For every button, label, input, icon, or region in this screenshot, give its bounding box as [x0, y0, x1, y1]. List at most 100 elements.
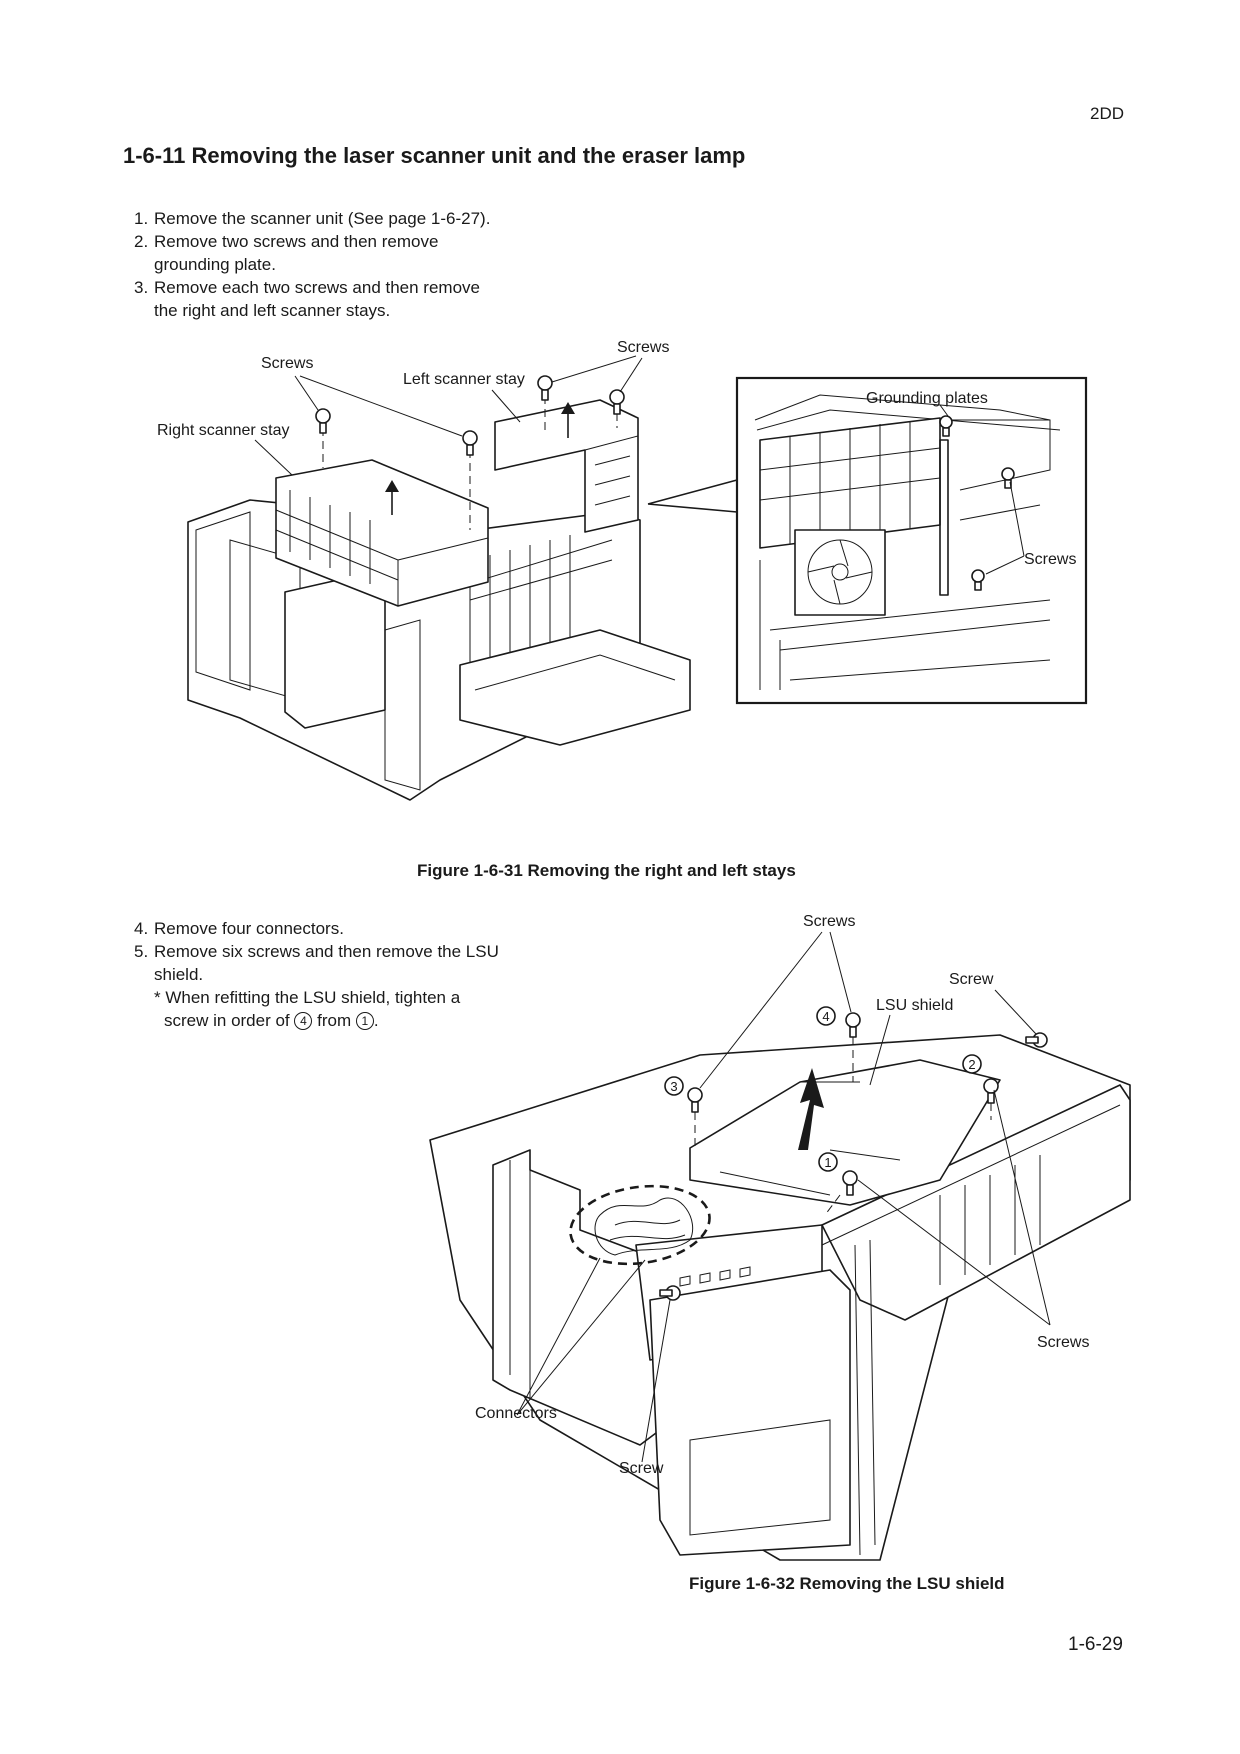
left-stay-detail: [584, 435, 639, 506]
screw-icon: [609, 389, 625, 415]
right-stay-edge: [397, 537, 489, 606]
screw-icon: [845, 1012, 861, 1038]
refit-note-line2: screw in order of 4 from 1.: [154, 1011, 379, 1030]
screw-icon: [1025, 1032, 1048, 1048]
label-right-scanner-stay: Right scanner stay: [157, 422, 290, 439]
step-item: 2. Remove two screws and then remove gro…: [122, 230, 642, 276]
refit-note-text: .: [373, 1011, 379, 1030]
dash-path: [694, 1037, 992, 1216]
leader-screws-right: [551, 355, 643, 393]
front-lower-body: [649, 1269, 851, 1556]
front-opening: [689, 1419, 831, 1536]
label-screws-top: Screws: [803, 913, 856, 930]
step-text-continued: shield.: [154, 965, 204, 984]
order-mark-icon: 4: [294, 1012, 313, 1030]
order-mark-2: 2: [962, 1054, 982, 1074]
document-code: 2DD: [1090, 104, 1125, 123]
svg-text:1: 1: [824, 1155, 831, 1170]
screw-icon: [842, 1170, 858, 1196]
step-text-continued: grounding plate.: [154, 255, 276, 274]
step-number: 3.: [134, 278, 149, 297]
rib-lines: [469, 535, 571, 700]
step-text: Remove six screws and then remove the LS…: [154, 942, 499, 961]
leader-inset-screws: [985, 481, 1025, 575]
label-connectors: Connectors: [475, 1405, 557, 1422]
svg-text:2: 2: [968, 1057, 975, 1072]
lsu-shield-fold: [829, 1149, 901, 1161]
connectors-dashed-circle: [569, 1184, 711, 1266]
procedure-steps-part1: 1. Remove the scanner unit (See page 1-6…: [122, 207, 642, 322]
order-mark-3: 3: [664, 1076, 684, 1096]
leader-lsu-shield: [869, 1014, 891, 1086]
leader-screws-left: [294, 375, 463, 437]
figure-2-caption: Figure 1-6-32 Removing the LSU shield: [689, 1574, 1005, 1593]
up-arrow-icon: [385, 480, 399, 515]
step-item: 4. Remove four connectors.: [122, 917, 682, 940]
screw-icon: [537, 375, 553, 401]
label-screws-right: Screws: [617, 339, 670, 356]
step-text-continued: the right and left scanner stays.: [154, 301, 391, 320]
leader-right-stay: [254, 439, 293, 476]
screw-icon: [1001, 467, 1015, 489]
lsu-shield: [689, 1059, 1001, 1206]
order-mark-4: 4: [816, 1006, 836, 1026]
step-number: 2.: [134, 232, 149, 251]
right-corner-post: [854, 1239, 876, 1556]
label-screws-right: Screws: [1037, 1334, 1090, 1351]
step-item: 1. Remove the scanner unit (See page 1-6…: [122, 207, 642, 230]
order-mark-1: 1: [818, 1152, 838, 1172]
step-number: 1.: [134, 209, 149, 228]
side-rail: [384, 619, 421, 791]
label-screw-bottom: Screw: [619, 1460, 664, 1477]
leader-left-stay: [491, 389, 521, 423]
right-rail: [821, 1104, 1121, 1246]
up-arrow-icon: [798, 1068, 824, 1150]
leader-screw-top-right: [994, 989, 1037, 1035]
step-text: Remove two screws and then remove: [154, 232, 439, 251]
order-mark-icon: 1: [355, 1012, 374, 1030]
step-number: 4.: [134, 919, 149, 938]
label-grounding-plates: Grounding plates: [866, 390, 988, 407]
right-stay-grid: [275, 490, 399, 584]
refit-note: * When refitting the LSU shield, tighten…: [154, 986, 682, 1032]
screw-icon: [971, 569, 985, 591]
leader-connectors: [516, 1257, 646, 1416]
refit-note-text: screw in order of: [164, 1011, 290, 1030]
step-item: 3. Remove each two screws and then remov…: [122, 276, 642, 322]
leader-screws-right: [857, 1089, 1051, 1326]
left-frame-edge: [509, 1160, 531, 1400]
harness-wires: [609, 1219, 686, 1241]
right-ribs: [939, 1155, 1041, 1285]
paper-tray: [459, 629, 691, 746]
step-text: Remove four connectors.: [154, 919, 344, 938]
printer-left-panel: [195, 511, 251, 691]
step-number: 5.: [134, 942, 149, 961]
svg-text:4: 4: [822, 1009, 829, 1024]
refit-note-text: from: [317, 1011, 352, 1030]
screw-icon: [687, 1087, 703, 1113]
figure-1-caption: Figure 1-6-31 Removing the right and lef…: [417, 861, 796, 880]
wire-harness: [594, 1197, 694, 1256]
screw-icon: [462, 430, 478, 456]
inset-detail: [754, 394, 1061, 690]
label-screw-top-right: Screw: [949, 971, 994, 988]
leader-screws-top: [699, 931, 852, 1089]
screw-icon: [659, 1285, 681, 1301]
left-scanner-stay: [494, 399, 639, 533]
label-screws-left: Screws: [261, 355, 314, 372]
left-frame: [492, 1149, 661, 1446]
tray-edge: [474, 654, 676, 691]
step-text: Remove each two screws and then remove: [154, 278, 480, 297]
page-number: 1-6-29: [1068, 1634, 1123, 1655]
refit-note-line1: * When refitting the LSU shield, tighten…: [154, 988, 461, 1007]
right-scanner-stay: [275, 459, 489, 607]
screw-icon: [939, 415, 953, 437]
label-left-scanner-stay: Left scanner stay: [403, 371, 525, 388]
step-item: 5. Remove six screws and then remove the…: [122, 940, 682, 1032]
leader-grounding-plates: [939, 404, 949, 417]
callout-lines: [647, 479, 738, 513]
label-lsu-shield: LSU shield: [876, 997, 954, 1014]
step-text: Remove the scanner unit (See page 1-6-27…: [154, 209, 491, 228]
